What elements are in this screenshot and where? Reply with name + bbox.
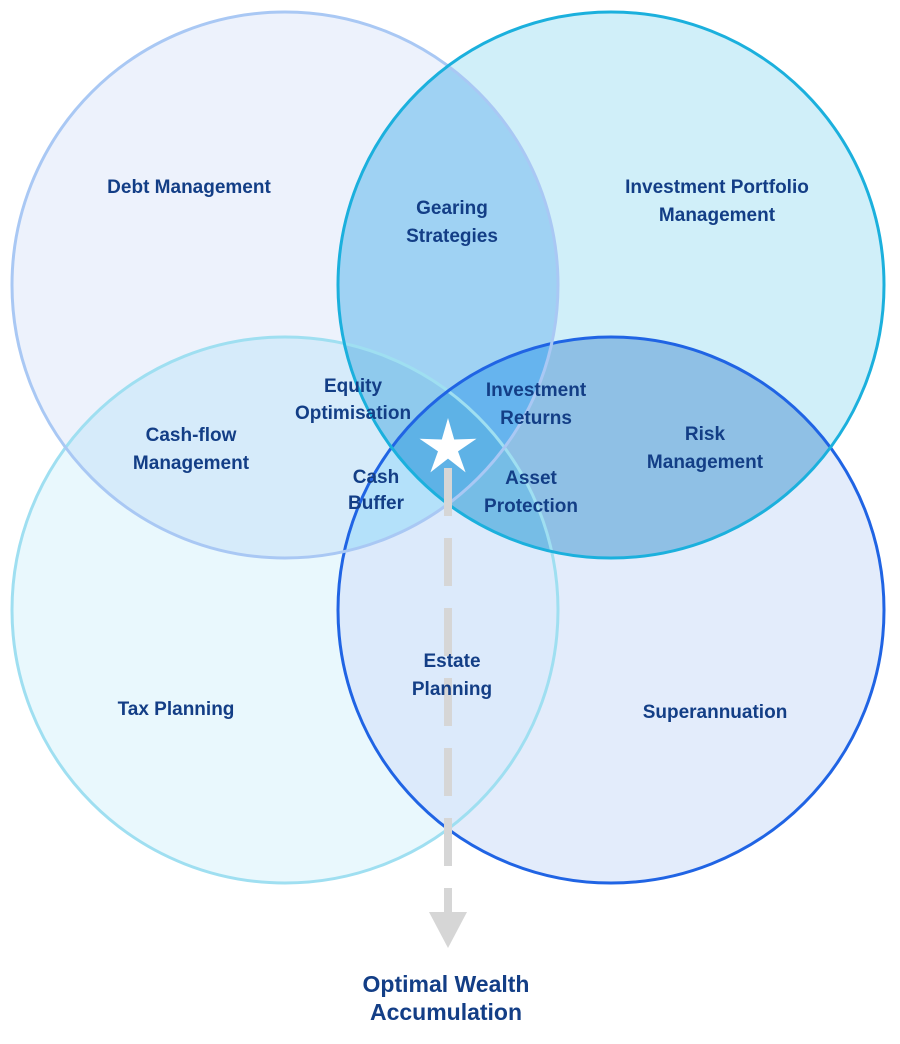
label-risk-line2: Management [647,452,764,473]
label-risk-line1: Risk [685,424,726,445]
outline-debt-management [10,10,560,560]
outline-tax-planning [10,335,560,885]
label-debt-management: Debt Management [107,177,271,198]
outline-investment-portfolio [336,10,886,560]
circle-outlines [10,10,886,885]
label-buffer-line1: Cash [353,467,399,488]
label-returns-line1: Investment [486,380,587,401]
star-icon [419,418,477,473]
label-investment-portfolio-line1: Investment Portfolio [625,177,809,198]
label-equity-line1: Equity [324,376,382,397]
overlap-fills [12,12,884,883]
label-cashflow-line2: Management [133,453,250,474]
label-asset-line2: Protection [484,496,578,517]
label-equity-line2: Optimisation [295,403,411,424]
label-returns-line2: Returns [500,408,572,429]
arrow-down-icon [429,468,467,948]
outline-superannuation [336,335,886,885]
label-gearing-line2: Strategies [406,226,498,247]
label-superannuation: Superannuation [643,702,788,723]
label-investment-portfolio-line2: Management [659,205,776,226]
outcome-line1: Optimal Wealth [363,971,530,997]
outcome-line2: Accumulation [370,999,522,1025]
label-gearing-line1: Gearing [416,198,488,219]
label-tax-planning: Tax Planning [118,699,235,720]
label-estate-line1: Estate [423,651,480,672]
label-asset-line1: Asset [505,468,557,489]
label-cashflow-line1: Cash-flow [146,425,237,446]
label-estate-line2: Planning [412,679,492,700]
label-buffer-line2: Buffer [348,493,405,514]
